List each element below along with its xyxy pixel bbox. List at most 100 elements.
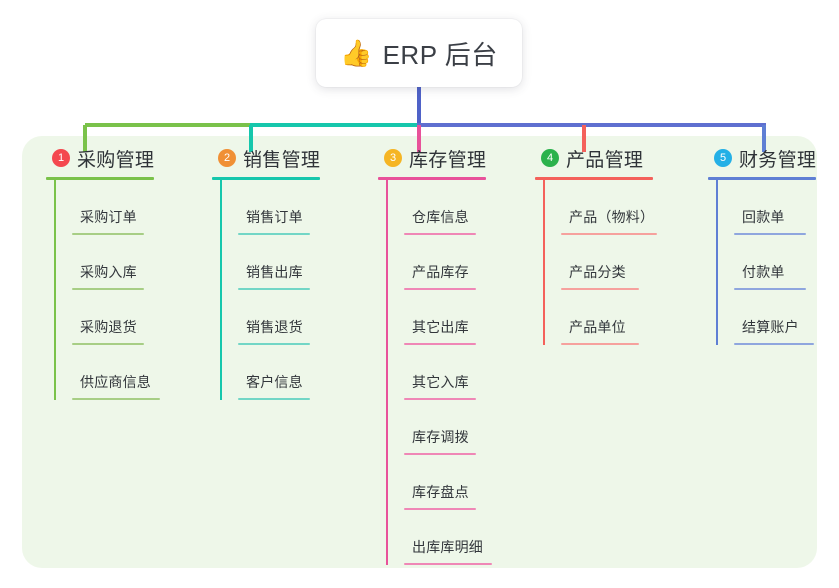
root-node[interactable]: 👍 ERP 后台	[316, 19, 522, 87]
branch-badge-4: 4	[541, 149, 559, 167]
branch-rule-3	[378, 177, 486, 180]
leaf-item-label: 销售退货	[246, 319, 303, 335]
leaf-item-rule	[404, 508, 476, 510]
leaf-item[interactable]: 销售退货	[220, 290, 320, 345]
thumbs-up-icon: 👍	[340, 38, 373, 68]
branch-items-5: 回款单付款单结算账户	[700, 180, 816, 345]
branch-title-5: 财务管理	[739, 149, 817, 171]
leaf-item[interactable]: 其它出库	[386, 290, 486, 345]
leaf-item[interactable]: 付款单	[716, 235, 816, 290]
branch-spine-3	[386, 180, 388, 565]
leaf-item-label: 出库库明细	[412, 539, 483, 555]
leaf-item-rule	[404, 233, 476, 235]
leaf-item-rule	[404, 288, 476, 290]
leaf-item[interactable]: 产品库存	[386, 235, 486, 290]
leaf-item[interactable]: 产品单位	[543, 290, 653, 345]
branch-column-1: 1 采购管理采购订单采购入库采购退货供应商信息	[38, 145, 160, 400]
leaf-item[interactable]: 采购入库	[54, 235, 154, 290]
branch-header-5[interactable]: 5 财务管理	[700, 145, 816, 171]
branch-rule-1	[46, 177, 154, 180]
branch-header-2[interactable]: 2 销售管理	[204, 145, 320, 171]
branch-column-3: 3 库存管理仓库信息产品库存其它出库其它入库库存调拨库存盘点出库库明细	[370, 145, 492, 565]
root-title: ERP 后台	[382, 39, 498, 70]
leaf-item-label: 销售订单	[246, 209, 303, 225]
branch-header-3[interactable]: 3 库存管理	[370, 145, 486, 171]
branch-rule-5	[708, 177, 816, 180]
branch-spine-2	[220, 180, 222, 400]
leaf-item-rule	[238, 288, 310, 290]
leaf-item-label: 采购退货	[80, 319, 137, 335]
branch-title-2: 销售管理	[243, 149, 321, 171]
leaf-item-rule	[734, 343, 814, 345]
branch-items-2: 销售订单销售出库销售退货客户信息	[204, 180, 320, 400]
leaf-item-rule	[72, 398, 160, 400]
leaf-item-label: 库存调拨	[412, 429, 469, 445]
leaf-item[interactable]: 销售订单	[220, 180, 320, 235]
leaf-item[interactable]: 采购订单	[54, 180, 154, 235]
leaf-item-label: 采购入库	[80, 264, 137, 280]
leaf-item[interactable]: 结算账户	[716, 290, 816, 345]
branch-column-5: 5 财务管理回款单付款单结算账户	[700, 145, 816, 345]
branch-spine-4	[543, 180, 545, 345]
diagram-panel	[22, 136, 817, 568]
leaf-item[interactable]: 采购退货	[54, 290, 154, 345]
leaf-item-label: 付款单	[742, 264, 785, 280]
branch-spine-5	[716, 180, 718, 345]
leaf-item-label: 结算账户	[742, 319, 799, 335]
branch-title-4: 产品管理	[566, 149, 644, 171]
branch-badge-1: 1	[52, 149, 70, 167]
branch-badge-2: 2	[218, 149, 236, 167]
branch-column-4: 4 产品管理产品（物料） 产品分类产品单位	[527, 145, 657, 345]
leaf-item[interactable]: 库存调拨	[386, 400, 486, 455]
leaf-item-rule	[238, 233, 310, 235]
leaf-item[interactable]: 其它入库	[386, 345, 486, 400]
leaf-item[interactable]: 仓库信息	[386, 180, 486, 235]
leaf-item[interactable]: 销售出库	[220, 235, 320, 290]
leaf-item[interactable]: 库存盘点	[386, 455, 486, 510]
branch-items-3: 仓库信息产品库存其它出库其它入库库存调拨库存盘点出库库明细	[370, 180, 492, 565]
leaf-item-label: 采购订单	[80, 209, 137, 225]
leaf-item[interactable]: 回款单	[716, 180, 816, 235]
leaf-item-label: 其它入库	[412, 374, 469, 390]
leaf-item[interactable]: 供应商信息	[54, 345, 160, 400]
leaf-item-rule	[404, 563, 492, 565]
branch-title-3: 库存管理	[409, 149, 487, 171]
branch-spine-1	[54, 180, 56, 400]
leaf-item[interactable]: 客户信息	[220, 345, 320, 400]
leaf-item-rule	[238, 343, 310, 345]
branch-header-1[interactable]: 1 采购管理	[38, 145, 154, 171]
leaf-item[interactable]: 产品分类	[543, 235, 653, 290]
branch-column-2: 2 销售管理销售订单销售出库销售退货客户信息	[204, 145, 320, 400]
leaf-item-rule	[72, 233, 144, 235]
branch-header-4[interactable]: 4 产品管理	[527, 145, 653, 171]
leaf-item-label: 产品分类	[569, 264, 626, 280]
leaf-item-rule	[561, 288, 639, 290]
leaf-item-label: 产品单位	[569, 319, 626, 335]
leaf-item-label: 仓库信息	[412, 209, 469, 225]
leaf-item-rule	[561, 233, 657, 235]
leaf-item-label: 其它出库	[412, 319, 469, 335]
leaf-item[interactable]: 出库库明细	[386, 510, 492, 565]
branch-rule-4	[535, 177, 653, 180]
branch-rule-2	[212, 177, 320, 180]
leaf-item-rule	[404, 343, 476, 345]
leaf-item-label: 客户信息	[246, 374, 303, 390]
branch-items-4: 产品（物料） 产品分类产品单位	[527, 180, 657, 345]
leaf-item-rule	[72, 288, 144, 290]
leaf-item-rule	[561, 343, 639, 345]
branch-badge-3: 3	[384, 149, 402, 167]
leaf-item-rule	[72, 343, 144, 345]
leaf-item-rule	[404, 453, 476, 455]
branch-badge-5: 5	[714, 149, 732, 167]
leaf-item[interactable]: 产品（物料）	[543, 180, 657, 235]
leaf-item-label: 销售出库	[246, 264, 303, 280]
branch-items-1: 采购订单采购入库采购退货供应商信息	[38, 180, 160, 400]
leaf-item-rule	[734, 288, 806, 290]
leaf-item-label: 回款单	[742, 209, 785, 225]
leaf-item-rule	[734, 233, 806, 235]
leaf-item-rule	[404, 398, 476, 400]
branch-title-1: 采购管理	[77, 149, 155, 171]
leaf-item-label: 产品库存	[412, 264, 469, 280]
leaf-item-rule	[238, 398, 310, 400]
